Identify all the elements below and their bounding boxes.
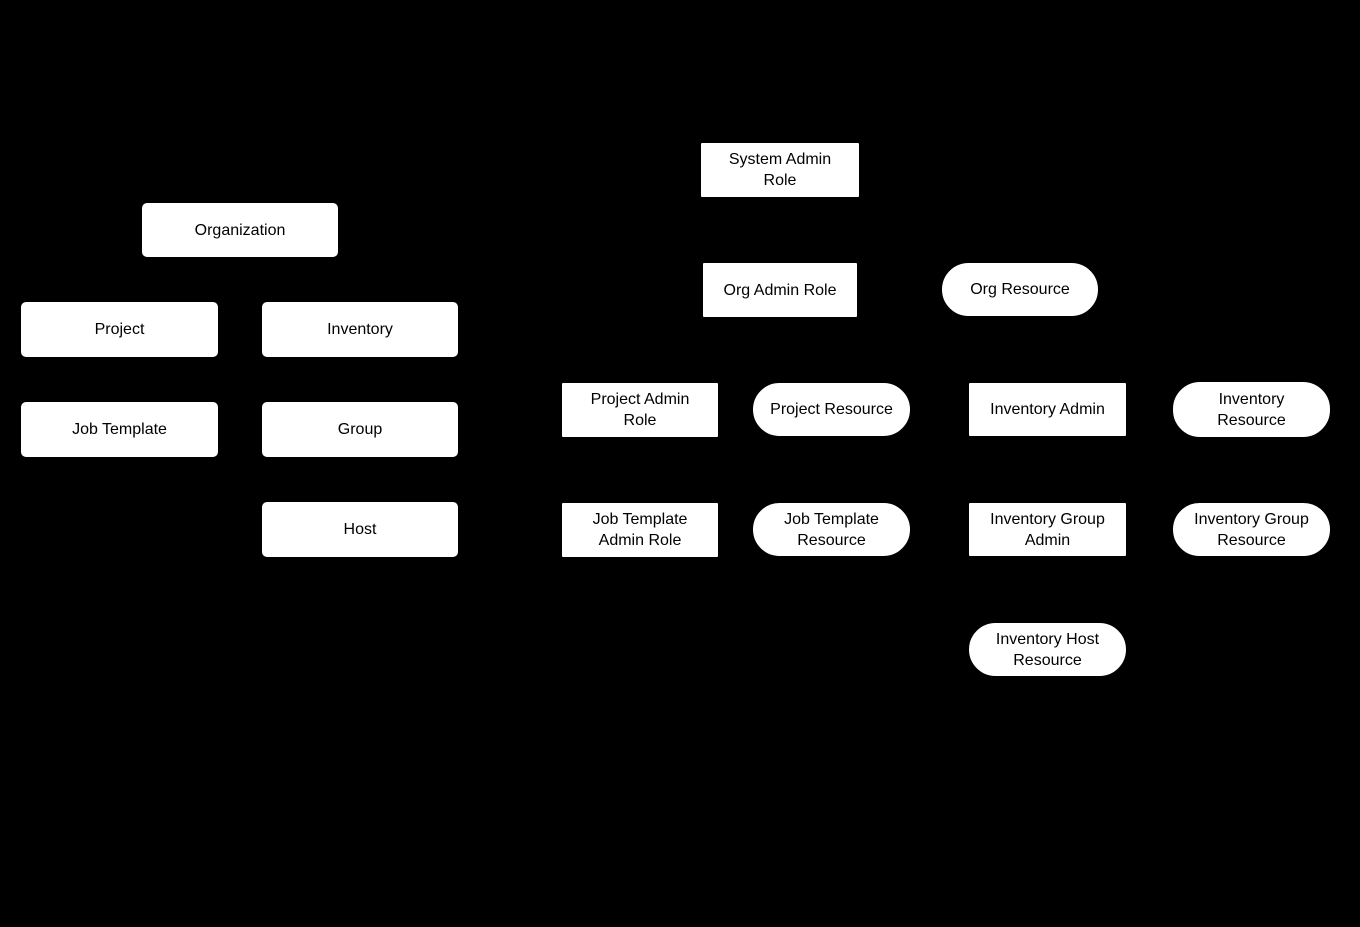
node-system-admin-role-label: System Admin Role <box>728 151 832 189</box>
node-organization: Organization <box>141 202 339 258</box>
node-org-admin-role: Org Admin Role <box>702 262 858 318</box>
node-job-template: Job Template <box>20 401 219 458</box>
node-job-template-resource-label: Job Template Resource <box>784 510 879 549</box>
node-inventory-label: Inventory <box>327 321 393 338</box>
node-inventory: Inventory <box>261 301 459 358</box>
node-inventory-group-resource-label: Inventory Group Resource <box>1194 510 1309 549</box>
node-inventory-group-resource: Inventory Group Resource <box>1172 502 1331 557</box>
node-org-resource-label: Org Resource <box>970 281 1070 298</box>
node-inventory-host-resource-label: Inventory Host Resource <box>995 630 1100 669</box>
node-inventory-resource: Inventory Resource <box>1172 381 1331 438</box>
node-project: Project <box>20 301 219 358</box>
node-project-resource: Project Resource <box>752 382 911 437</box>
node-project-admin-role-label: Project Admin Role <box>590 391 690 429</box>
node-org-admin-role-label: Org Admin Role <box>723 281 837 299</box>
node-inventory-group-admin: Inventory Group Admin <box>968 502 1127 557</box>
node-inventory-host-resource: Inventory Host Resource <box>968 622 1127 677</box>
node-project-label: Project <box>94 321 145 338</box>
node-project-admin-role: Project Admin Role <box>561 382 719 438</box>
node-host: Host <box>261 501 459 558</box>
node-organization-label: Organization <box>194 221 286 239</box>
node-system-admin-role: System Admin Role <box>700 142 860 198</box>
node-job-template-resource: Job Template Resource <box>752 502 911 557</box>
node-inventory-group-admin-label: Inventory Group Admin <box>990 510 1105 549</box>
node-project-resource-label: Project Resource <box>770 401 893 418</box>
node-inventory-admin: Inventory Admin <box>968 382 1127 437</box>
node-job-template-admin-role-label: Job Template Admin Role <box>592 511 688 549</box>
node-inventory-resource-label: Inventory Resource <box>1217 390 1286 429</box>
node-job-template-admin-role: Job Template Admin Role <box>561 502 719 558</box>
node-host-label: Host <box>343 521 377 538</box>
node-group: Group <box>261 401 459 458</box>
node-job-template-label: Job Template <box>72 421 167 438</box>
node-group-label: Group <box>337 421 383 438</box>
node-inventory-admin-label: Inventory Admin <box>990 401 1105 418</box>
node-org-resource: Org Resource <box>941 262 1099 317</box>
